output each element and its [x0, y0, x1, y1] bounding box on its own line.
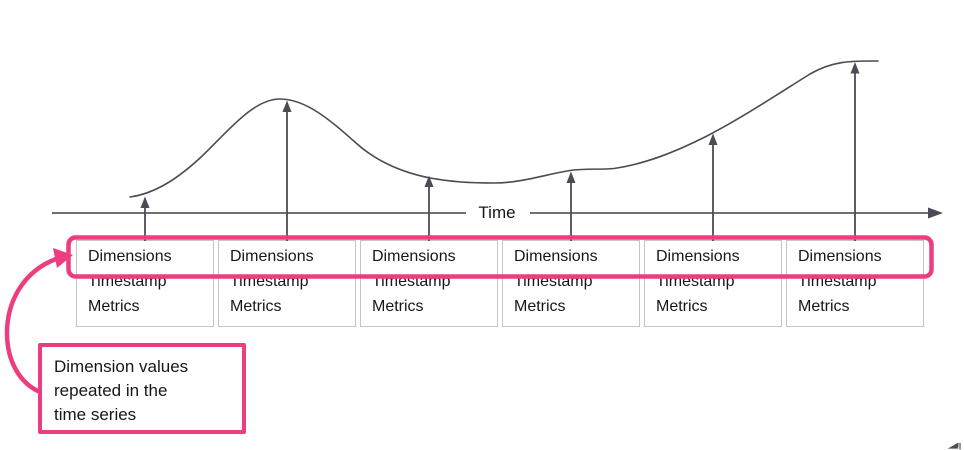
- value-arrow: [282, 100, 292, 241]
- card-timestamp-label: Timestamp: [230, 273, 309, 290]
- arrowhead-icon: [140, 196, 150, 208]
- card-dimensions-label: Dimensions: [372, 248, 456, 265]
- callout-line: Dimension values: [54, 357, 189, 376]
- card-metrics-label: Metrics: [656, 298, 708, 315]
- card-dimensions-label: Dimensions: [514, 248, 598, 265]
- value-arrow: [566, 171, 576, 241]
- card-timestamp-label: Timestamp: [514, 273, 593, 290]
- annotation-callout: Dimension values repeated in the time se…: [38, 343, 246, 434]
- callout-arrowhead-icon: [53, 248, 73, 268]
- card-timestamp-label: Timestamp: [88, 273, 167, 290]
- card-timestamp-label: Timestamp: [656, 273, 735, 290]
- value-arrow: [708, 133, 718, 241]
- value-arrow: [140, 196, 150, 241]
- value-arrow: [424, 175, 434, 241]
- card-metrics-label: Metrics: [798, 298, 850, 315]
- card-dimensions-label: Dimensions: [798, 248, 882, 265]
- card-metrics-label: Metrics: [230, 298, 282, 315]
- arrowhead-icon: [424, 175, 434, 187]
- value-arrow: [850, 62, 860, 241]
- card-timestamp-label: Timestamp: [798, 273, 877, 290]
- card-dimensions-label: Dimensions: [230, 248, 314, 265]
- time-axis-label: Time: [465, 202, 529, 224]
- axis-arrowhead-icon: [928, 207, 943, 219]
- time-series-curve: [129, 60, 879, 198]
- card-metrics-label: Metrics: [88, 298, 140, 315]
- card-metrics-label: Metrics: [372, 298, 424, 315]
- record-card: Dimensions Timestamp Metrics: [76, 240, 214, 327]
- callout-line: repeated in the: [54, 381, 168, 400]
- card-timestamp-label: Timestamp: [372, 273, 451, 290]
- record-card: Dimensions Timestamp Metrics: [786, 240, 924, 327]
- arrowhead-icon: [282, 100, 292, 112]
- record-card: Dimensions Timestamp Metrics: [218, 240, 356, 327]
- callout-line: time series: [54, 405, 137, 424]
- arrowhead-icon: [566, 171, 576, 183]
- arrowhead-icon: [850, 62, 860, 74]
- record-card: Dimensions Timestamp Metrics: [644, 240, 782, 327]
- card-dimensions-label: Dimensions: [656, 248, 740, 265]
- cropped-edge-artifact: [947, 442, 961, 450]
- record-card: Dimensions Timestamp Metrics: [360, 240, 498, 327]
- card-dimensions-label: Dimensions: [88, 248, 172, 265]
- arrowhead-icon: [708, 133, 718, 145]
- card-metrics-label: Metrics: [514, 298, 566, 315]
- record-card: Dimensions Timestamp Metrics: [502, 240, 640, 327]
